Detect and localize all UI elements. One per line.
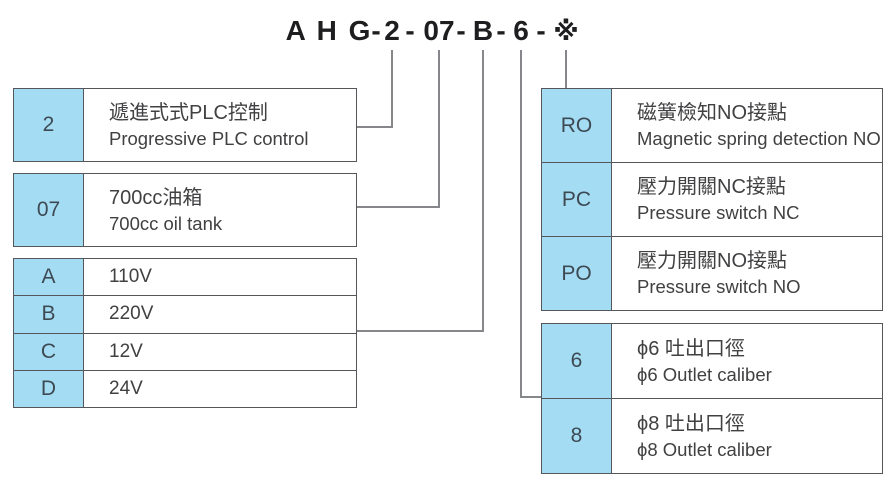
description-cell: 110V xyxy=(84,259,356,295)
code-cell: A xyxy=(14,259,84,296)
description-en: Pressure switch NO xyxy=(637,276,801,297)
table-row: PC 壓力開關NC接點 Pressure switch NC xyxy=(542,162,882,236)
code-cell: 8 xyxy=(542,399,612,473)
description-cell: 壓力開關NC接點 Pressure switch NC xyxy=(612,163,882,236)
voltage-value: 220V xyxy=(109,303,154,325)
code-cell: 2 xyxy=(14,89,84,161)
table-row: PO 壓力開關NO接點 Pressure switch NO xyxy=(542,236,882,310)
code-cell: C xyxy=(14,333,84,370)
code-outlet-digit: 6 xyxy=(513,15,529,46)
description-en: ϕ6 Outlet caliber xyxy=(637,363,772,385)
connector-line-control-vertical xyxy=(391,50,393,128)
description-cell: 700cc油箱 700cc oil tank xyxy=(84,174,356,246)
description-en: Progressive PLC control xyxy=(109,127,309,149)
connector-line-tank-vertical xyxy=(438,50,440,208)
code-cell: D xyxy=(14,370,84,407)
description-zh: 壓力開關NO接點 xyxy=(637,250,787,272)
separator-dash: - xyxy=(536,15,546,46)
description-zh: ϕ8 吐出口徑 xyxy=(637,412,745,435)
description-en: Pressure switch NC xyxy=(637,202,800,223)
description-cell: 遞進式式PLC控制 Progressive PLC control xyxy=(84,89,356,161)
description-zh: 壓力開關NC接點 xyxy=(637,176,786,198)
connector-line-outlet-vertical xyxy=(520,50,522,398)
connector-line-voltage-vertical xyxy=(482,50,484,332)
description-cell: ϕ6 吐出口徑 ϕ6 Outlet caliber xyxy=(612,324,882,398)
separator-dash: - xyxy=(405,15,415,46)
code-option-mark: ※ xyxy=(553,16,579,46)
voltage-value: 24V xyxy=(109,377,143,399)
table-row: D 24V xyxy=(14,369,356,407)
connector-line-voltage-horizontal xyxy=(357,330,484,332)
code-cell: 6 xyxy=(542,324,612,398)
voltage-value: 110V xyxy=(109,266,152,288)
separator-dash: - xyxy=(371,15,381,46)
table-oil-tank: 07 700cc油箱 700cc oil tank xyxy=(13,173,357,247)
table-row: 8 ϕ8 吐出口徑 ϕ8 Outlet caliber xyxy=(542,398,882,473)
connector-line-outlet-horizontal xyxy=(520,396,541,398)
code-voltage-letter: B xyxy=(472,15,494,46)
table-row: B 220V xyxy=(14,295,356,333)
table-control-type: 2 遞進式式PLC控制 Progressive PLC control xyxy=(13,88,357,162)
code-cell: PC xyxy=(542,163,612,236)
table-sensor-options: RO 磁簧檢知NO接點 Magnetic spring detection NO… xyxy=(541,88,883,311)
description-cell: 220V xyxy=(84,296,356,332)
description-zh: 遞進式式PLC控制 xyxy=(109,101,268,124)
table-outlet-caliber: 6 ϕ6 吐出口徑 ϕ6 Outlet caliber 8 ϕ8 吐出口徑 ϕ8… xyxy=(541,323,883,474)
model-prefix: A H G xyxy=(285,15,373,46)
connector-line-option-vertical xyxy=(565,50,567,88)
description-en: 700cc oil tank xyxy=(109,212,223,234)
table-row: 07 700cc油箱 700cc oil tank xyxy=(14,174,356,246)
table-row: RO 磁簧檢知NO接點 Magnetic spring detection NO xyxy=(542,89,882,162)
description-en: ϕ8 Outlet caliber xyxy=(637,438,772,460)
code-control-digit: 2 xyxy=(384,15,400,46)
voltage-value: 12V xyxy=(109,340,143,362)
description-zh: 700cc油箱 xyxy=(109,186,203,209)
description-zh: ϕ6 吐出口徑 xyxy=(637,337,745,360)
table-voltage: A 110V B 220V C 12V D 24V xyxy=(13,258,357,408)
table-row: 6 ϕ6 吐出口徑 ϕ6 Outlet caliber xyxy=(542,324,882,398)
description-cell: ϕ8 吐出口徑 ϕ8 Outlet caliber xyxy=(612,399,882,473)
table-row: A 110V xyxy=(14,259,356,296)
connector-line-control-horizontal xyxy=(357,126,393,128)
connector-line-tank-horizontal xyxy=(357,206,440,208)
description-zh: 磁簧檢知NO接點 xyxy=(637,102,787,124)
code-cell: B xyxy=(14,296,84,333)
description-cell: 24V xyxy=(84,371,356,407)
description-en: Magnetic spring detection NO xyxy=(637,128,881,149)
separator-dash: - xyxy=(456,15,466,46)
separator-dash: - xyxy=(496,15,506,46)
code-cell: RO xyxy=(542,89,612,162)
description-cell: 壓力開關NO接點 Pressure switch NO xyxy=(612,237,882,310)
table-row: 2 遞進式式PLC控制 Progressive PLC control xyxy=(14,89,356,161)
code-cell: PO xyxy=(542,237,612,310)
description-cell: 磁簧檢知NO接點 Magnetic spring detection NO xyxy=(612,89,882,162)
code-tank-digits: 07 xyxy=(423,15,455,46)
description-cell: 12V xyxy=(84,334,356,370)
table-row: C 12V xyxy=(14,332,356,370)
code-cell: 07 xyxy=(14,174,84,246)
